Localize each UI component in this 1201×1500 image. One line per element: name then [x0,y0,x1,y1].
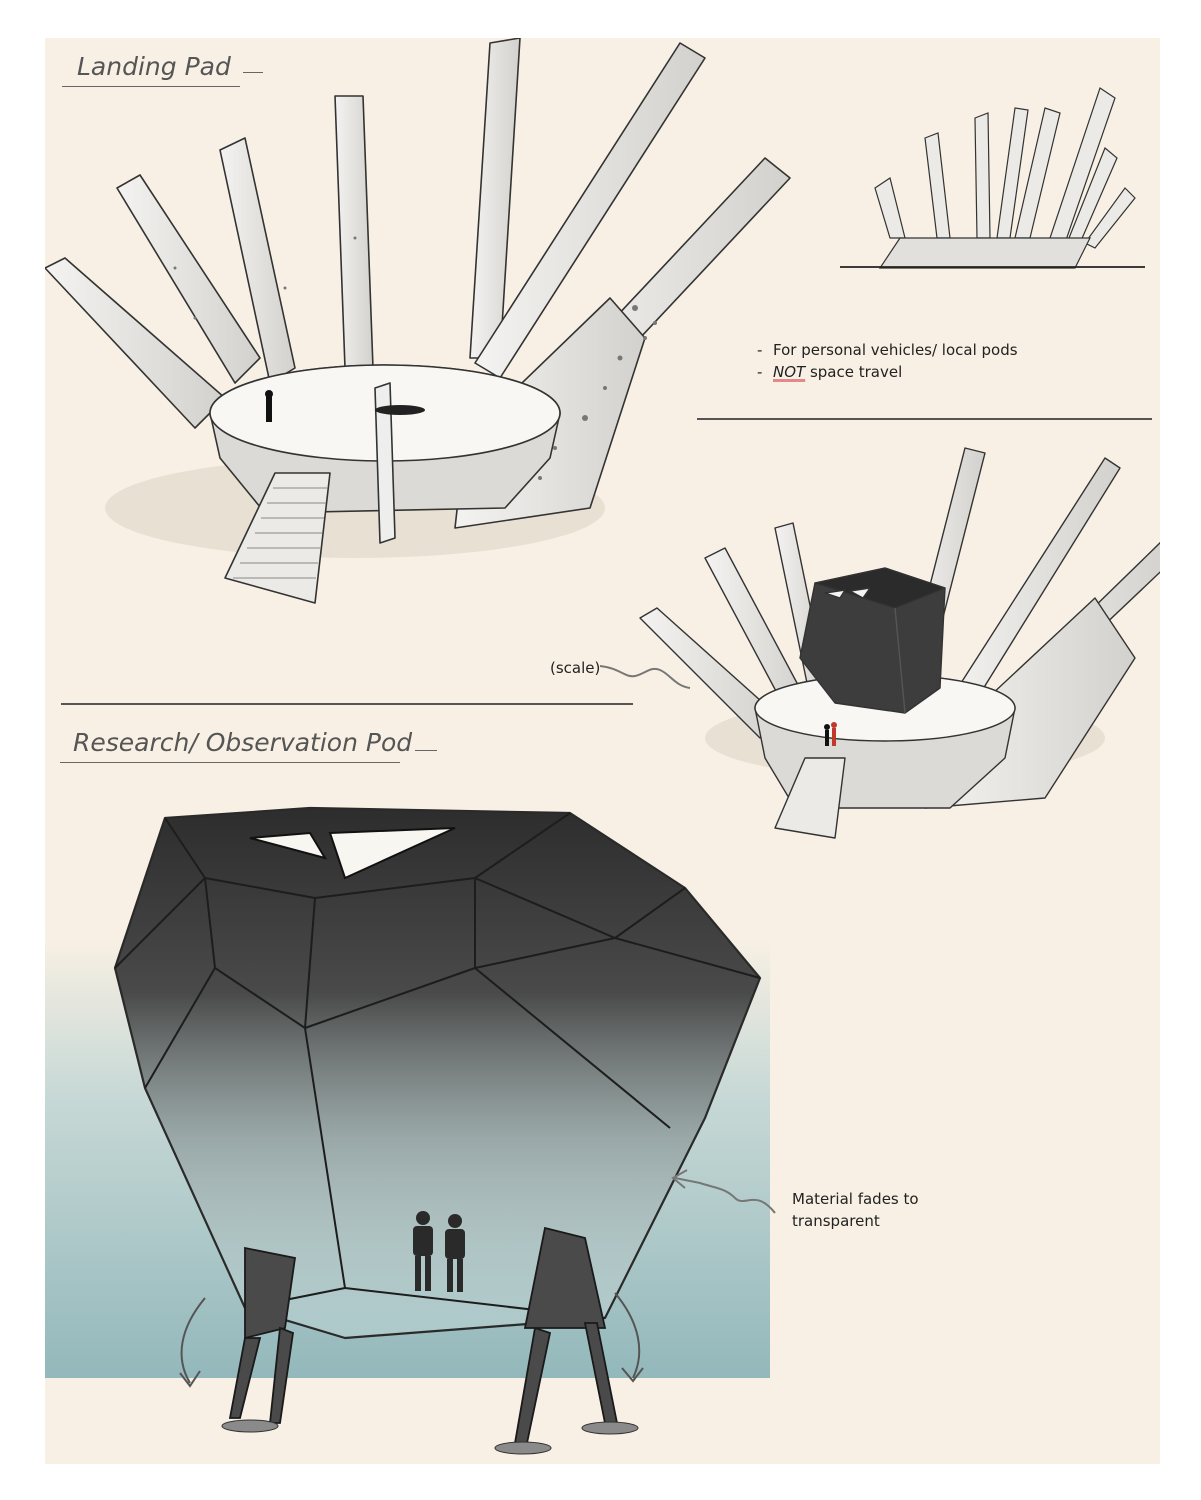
note-bullet-1: - [757,341,763,359]
material-note: Material fades to transparent [792,1188,919,1232]
note-line-1: -For personal vehicles/ local pods [757,341,1018,359]
research-pod-drawing [45,806,1160,1464]
landing-pad-side-view [840,87,1145,269]
divider-right [697,418,1152,420]
scale-squiggle-arrow [599,665,691,689]
landing-pad-drawing [45,38,791,604]
landing-pad-title-dash [243,72,263,73]
note-bullet-2: - [757,363,763,381]
note-line-2: -NOT space travel [757,363,902,381]
landing-pad-title-text: Landing Pad [77,52,231,81]
material-note-line-2: transparent [792,1212,880,1230]
concept-sheet: Landing Pad -For personal vehicles/ loca… [45,38,1160,1464]
landing-pad-title: Landing Pad [77,52,231,81]
note-line-2-text: space travel [805,363,903,381]
research-pod-title: Research/ Observation Pod [73,728,412,757]
note-line-1-text: For personal vehicles/ local pods [773,341,1018,359]
landing-pad-with-pod-drawing [639,447,1160,839]
scale-label: (scale) [550,659,601,677]
material-note-line-1: Material fades to [792,1190,919,1208]
note-not-emphasis: NOT [773,363,806,381]
research-pod-title-text: Research/ Observation Pod [73,728,413,757]
material-fade-arrow [674,1177,776,1214]
research-pod-title-dash [415,750,437,751]
concept-art [45,38,1160,1464]
divider-left [61,703,633,705]
research-pod-title-underline [60,762,400,763]
landing-pad-title-underline [62,86,240,87]
